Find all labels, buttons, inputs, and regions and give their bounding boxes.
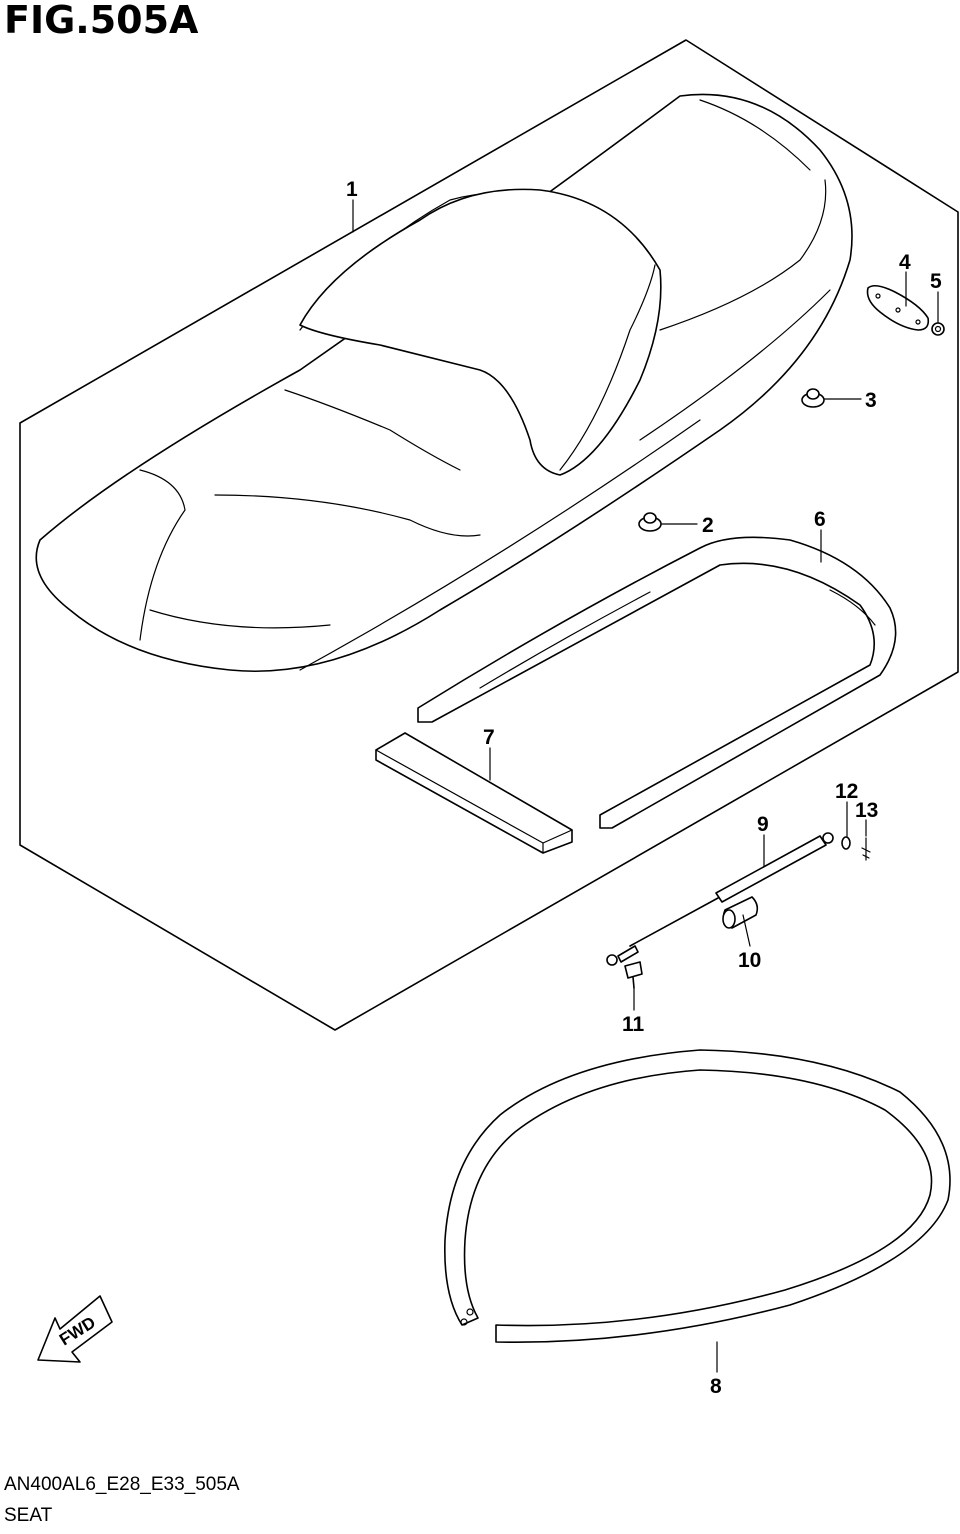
part-clip-13[interactable] [861,837,871,861]
callout-3: 3 [865,389,877,412]
callout-5: 5 [930,270,942,293]
callout-6: 6 [814,508,826,531]
callout-7: 7 [483,726,495,749]
part-pad-7[interactable] [375,732,573,854]
callout-11: 11 [622,1013,645,1036]
callout-1: 1 [346,178,358,201]
part-bracket-4[interactable] [866,284,930,331]
figure-title: FIG.505A [4,0,199,42]
callout-8: 8 [710,1375,722,1398]
part-cushion-6[interactable] [417,536,897,829]
part-nut-5[interactable] [931,322,945,336]
part-grommet-2[interactable] [638,512,662,532]
part-seat[interactable] [35,93,853,673]
part-bolt-11[interactable] [624,961,643,989]
callout-10: 10 [738,949,761,972]
callout-13: 13 [855,799,878,822]
part-sleeve-10[interactable] [722,896,759,929]
leader-lines [352,199,939,1373]
figure-name: SEAT [4,1505,53,1526]
figure-code: AN400AL6_E28_E33_505A [4,1474,240,1495]
callout-2: 2 [702,514,714,537]
part-washer-12[interactable] [841,836,851,850]
fwd-arrow: FWD [37,1295,113,1363]
callout-4: 4 [899,251,911,274]
part-damper-9[interactable] [606,832,834,966]
callout-9: 9 [757,813,769,836]
callout-12: 12 [835,780,858,803]
assembly-outline [19,39,959,1031]
part-grommet-3[interactable] [801,388,825,408]
part-seal-8[interactable] [444,1049,951,1344]
